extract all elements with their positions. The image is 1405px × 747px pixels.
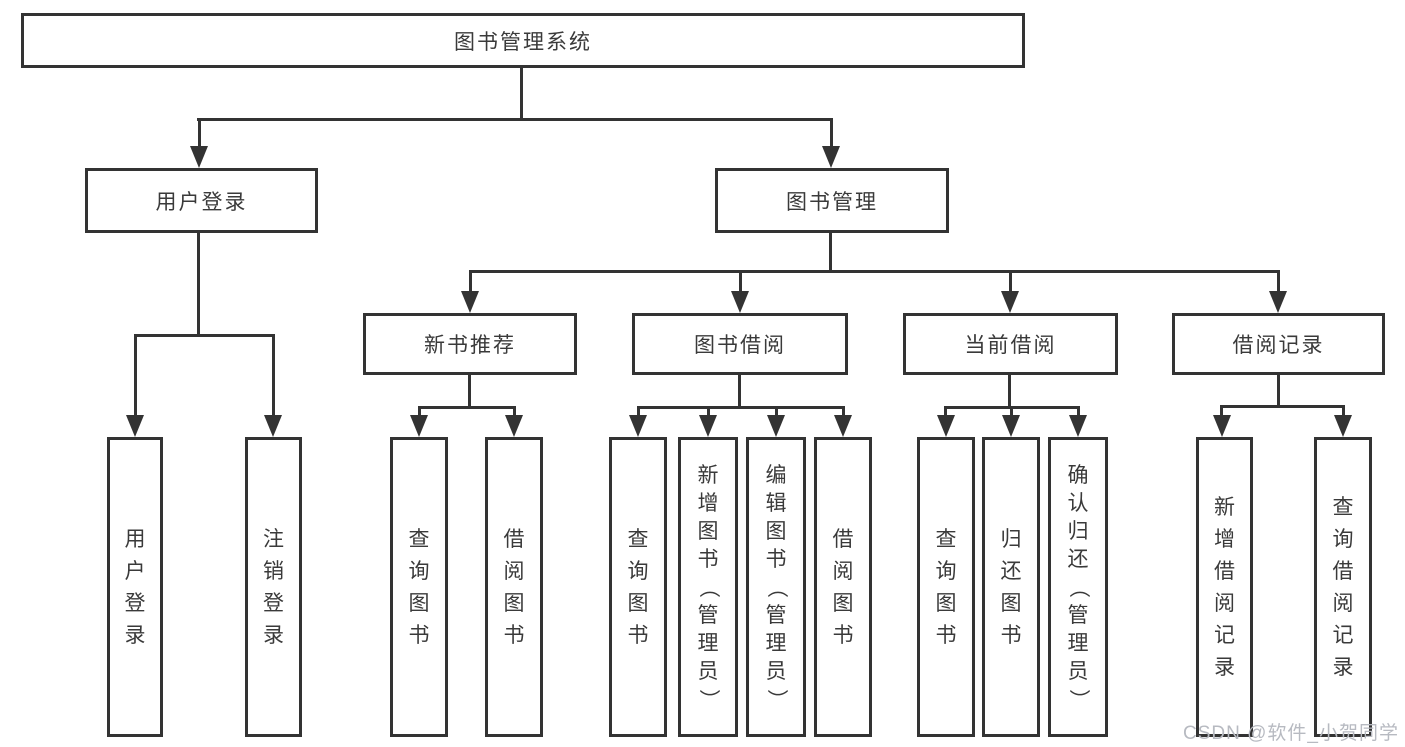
arrowhead-nbr-query <box>410 415 428 437</box>
arrowhead-cb-query <box>937 415 955 437</box>
edge-book-management-branch <box>469 270 1280 273</box>
arrowhead-leaf-user-login <box>126 415 144 437</box>
node-library-system: 图书管理系统 <box>21 13 1025 68</box>
arrowhead-new-book <box>461 291 479 313</box>
csdn-watermark: CSDN @软件_小贺同学 <box>1183 723 1399 744</box>
edge-drop-leaf-user-login <box>134 334 137 415</box>
leaf-cb-query-books: 查询图书 <box>917 437 975 737</box>
leaf-nbr-query-books: 查询图书 <box>390 437 448 737</box>
node-borrow-records: 借阅记录 <box>1172 313 1385 375</box>
arrowhead-br-query <box>1334 415 1352 437</box>
leaf-cb-return-books: 归还图书 <box>982 437 1040 737</box>
arrowhead-borrow-records <box>1269 291 1287 313</box>
edge-drop-book-management <box>830 118 833 146</box>
edge-new-book-stem <box>468 375 471 409</box>
edge-user-login-branch <box>134 334 275 337</box>
edge-drop-bb-add <box>707 406 710 415</box>
node-book-borrow: 图书借阅 <box>632 313 848 375</box>
arrowhead-cb-return <box>1002 415 1020 437</box>
leaf-bb-add-books-admin: 新增图书（管理员） <box>678 437 738 737</box>
edge-drop-new-book <box>469 270 472 291</box>
arrowhead-bb-query <box>629 415 647 437</box>
node-new-book-recommend: 新书推荐 <box>363 313 577 375</box>
edge-drop-leaf-logout <box>272 334 275 415</box>
arrowhead-nbr-borrow <box>505 415 523 437</box>
node-book-management: 图书管理 <box>715 168 949 233</box>
edge-book-borrow-stem <box>738 375 741 409</box>
edge-drop-current-borrow <box>1009 270 1012 291</box>
edge-current-borrow-stem <box>1008 375 1011 409</box>
leaf-user-login: 用户登录 <box>107 437 163 737</box>
leaf-bb-borrow-books: 借阅图书 <box>814 437 872 737</box>
edge-root-branch <box>197 118 833 121</box>
edge-book-borrow-branch <box>637 406 845 409</box>
edge-drop-bb-borrow <box>842 406 845 415</box>
edge-drop-bb-query <box>637 406 640 415</box>
leaf-cb-confirm-return-admin: 确认归还（管理员） <box>1048 437 1108 737</box>
arrowhead-bb-add <box>699 415 717 437</box>
edge-new-book-branch <box>418 406 516 409</box>
edge-borrow-records-stem <box>1277 375 1280 408</box>
edge-drop-book-borrow <box>739 270 742 291</box>
node-user-login: 用户登录 <box>85 168 318 233</box>
edge-user-login-stem <box>197 233 200 337</box>
arrowhead-bb-borrow <box>834 415 852 437</box>
leaf-nbr-borrow-books: 借阅图书 <box>485 437 543 737</box>
edge-drop-cb-return <box>1010 406 1013 415</box>
node-current-borrow: 当前借阅 <box>903 313 1118 375</box>
arrowhead-leaf-logout <box>264 415 282 437</box>
arrowhead-book-borrow <box>731 291 749 313</box>
edge-book-management-stem <box>829 233 832 273</box>
arrowhead-bb-edit <box>767 415 785 437</box>
arrowhead-user-login <box>190 146 208 168</box>
arrowhead-br-add <box>1213 415 1231 437</box>
edge-drop-nbr-query <box>418 406 421 415</box>
edge-drop-nbr-borrow <box>513 406 516 415</box>
leaf-bb-query-books: 查询图书 <box>609 437 667 737</box>
leaf-br-query-record: 查询借阅记录 <box>1314 437 1372 737</box>
arrowhead-current-borrow <box>1001 291 1019 313</box>
arrowhead-cb-confirm <box>1069 415 1087 437</box>
edge-drop-borrow-records <box>1277 270 1280 291</box>
arrowhead-book-management <box>822 146 840 168</box>
edge-drop-user-login <box>198 118 201 146</box>
leaf-logout: 注销登录 <box>245 437 302 737</box>
edge-root-stem <box>520 68 523 121</box>
leaf-br-add-record: 新增借阅记录 <box>1196 437 1253 737</box>
edge-borrow-records-branch <box>1220 405 1345 408</box>
edge-drop-bb-edit <box>775 406 778 415</box>
edge-drop-br-add <box>1220 405 1223 415</box>
edge-drop-cb-confirm <box>1077 406 1080 415</box>
leaf-bb-edit-books-admin: 编辑图书（管理员） <box>746 437 806 737</box>
edge-drop-br-query <box>1342 405 1345 415</box>
edge-drop-cb-query <box>944 406 947 415</box>
